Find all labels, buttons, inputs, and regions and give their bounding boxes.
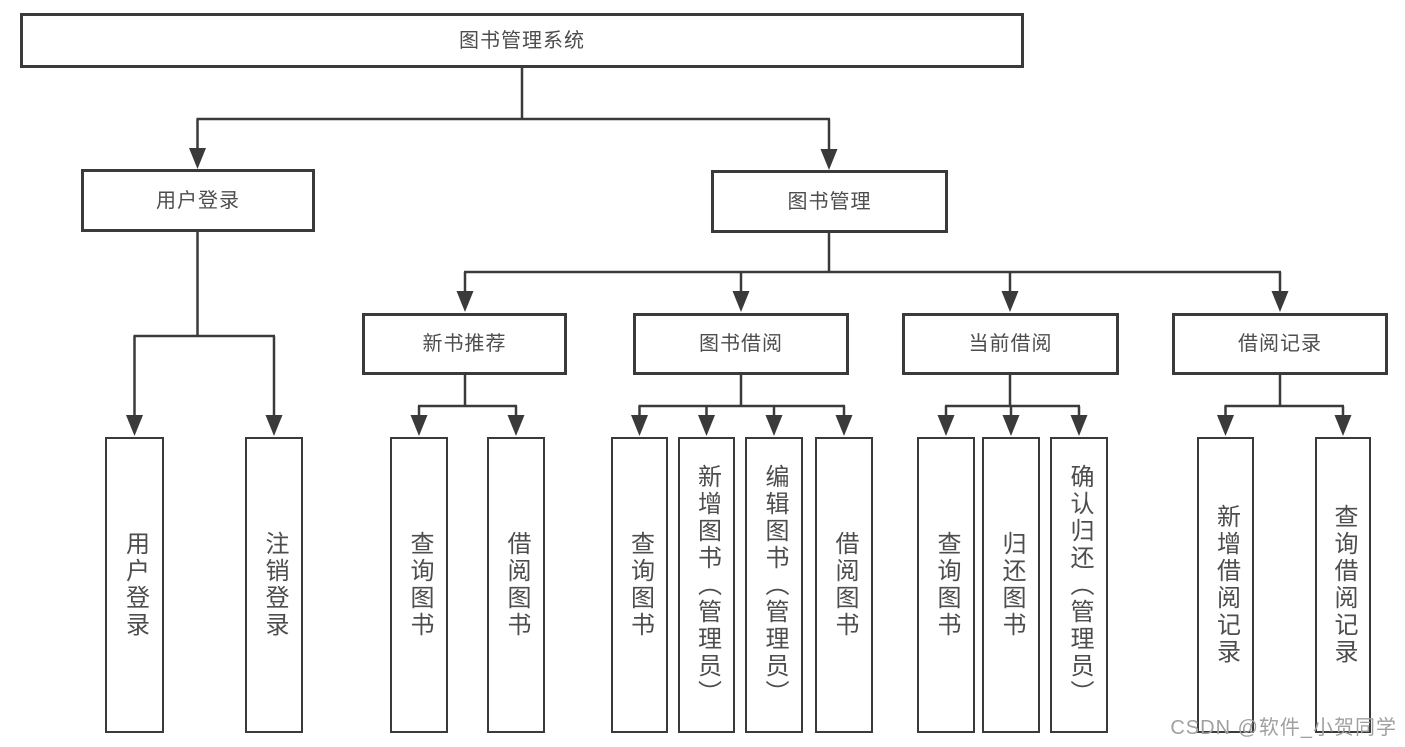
leaf-user-login: 用户登录 bbox=[105, 437, 164, 733]
leaf-borrow-books-borrowing: 借阅图书 bbox=[815, 437, 873, 733]
leaf-label: 归还图书 bbox=[998, 531, 1025, 639]
leaf-query-books-current: 查询图书 bbox=[917, 437, 975, 733]
arrowhead-icon bbox=[507, 415, 525, 436]
arrowhead-icon bbox=[937, 415, 955, 436]
connector-book-management-to-level3 bbox=[463, 233, 1282, 292]
node-book-borrowing: 图书借阅 bbox=[633, 313, 849, 375]
arrowhead-icon bbox=[1070, 415, 1088, 436]
node-current-borrowing: 当前借阅 bbox=[902, 313, 1119, 375]
arrowhead-icon bbox=[820, 149, 838, 170]
leaf-borrow-books-recommend: 借阅图书 bbox=[487, 437, 545, 733]
leaf-label: 查询图书 bbox=[933, 531, 960, 639]
leaf-return-book: 归还图书 bbox=[982, 437, 1040, 733]
arrowhead-icon bbox=[126, 415, 143, 436]
connector-borrowing-records-to-children bbox=[1224, 375, 1345, 416]
leaf-label: 新增借阅记录 bbox=[1212, 504, 1240, 666]
leaf-query-books-recommend: 查询图书 bbox=[390, 437, 448, 733]
node-user-login: 用户登录 bbox=[81, 169, 315, 232]
arrowhead-icon bbox=[631, 415, 648, 436]
node-new-book-recommendation: 新书推荐 bbox=[362, 313, 567, 375]
leaf-label: 编辑图书（管理员） bbox=[761, 463, 788, 707]
leaf-label: 用户登录 bbox=[121, 531, 149, 639]
arrowhead-icon bbox=[410, 415, 428, 436]
node-book-management: 图书管理 bbox=[711, 170, 948, 233]
leaf-label: 注销登录 bbox=[261, 531, 288, 639]
leaf-label: 借阅图书 bbox=[831, 531, 858, 639]
leaf-logout: 注销登录 bbox=[245, 437, 303, 733]
connector-user-login-to-children bbox=[133, 232, 276, 416]
leaf-label: 查询图书 bbox=[626, 531, 654, 639]
node-label: 图书管理系统 bbox=[459, 29, 585, 52]
csdn-watermark: CSDN @软件_小贺同学 bbox=[1170, 717, 1397, 739]
connector-book-borrowing-to-children bbox=[638, 375, 846, 416]
arrowhead-icon bbox=[189, 148, 206, 169]
connector-new-book-recommendation-to-children bbox=[417, 375, 518, 416]
leaf-label: 借阅图书 bbox=[503, 531, 530, 639]
node-label: 用户登录 bbox=[156, 189, 240, 212]
leaf-confirm-return-admin: 确认归还（管理员） bbox=[1050, 437, 1108, 733]
node-label: 图书管理 bbox=[787, 190, 872, 213]
arrowhead-icon bbox=[732, 291, 750, 312]
arrowhead-icon bbox=[1334, 415, 1352, 436]
arrowhead-icon bbox=[765, 415, 783, 436]
arrowhead-icon bbox=[265, 415, 283, 436]
arrowhead-icon bbox=[456, 291, 474, 312]
leaf-add-borrow-record: 新增借阅记录 bbox=[1197, 437, 1254, 733]
leaf-query-borrow-record: 查询借阅记录 bbox=[1315, 437, 1371, 733]
arrowhead-icon bbox=[698, 415, 715, 436]
node-label: 新书推荐 bbox=[422, 333, 507, 355]
leaf-edit-book-admin: 编辑图书（管理员） bbox=[745, 437, 803, 733]
arrowhead-icon bbox=[1217, 415, 1234, 436]
node-label: 借阅记录 bbox=[1238, 333, 1322, 355]
node-label: 当前借阅 bbox=[968, 333, 1053, 355]
leaf-label: 查询图书 bbox=[406, 531, 433, 639]
leaf-label: 新增图书（管理员） bbox=[693, 463, 721, 707]
node-label: 图书借阅 bbox=[699, 333, 783, 355]
node-root-library-management-system: 图书管理系统 bbox=[20, 13, 1024, 68]
leaf-label: 查询借阅记录 bbox=[1330, 504, 1357, 666]
leaf-add-book-admin: 新增图书（管理员） bbox=[678, 437, 735, 733]
arrowhead-icon bbox=[1271, 291, 1289, 312]
arrowhead-icon bbox=[835, 415, 853, 436]
connector-current-borrowing-to-children bbox=[944, 375, 1081, 416]
connector-root-to-level2 bbox=[196, 68, 831, 150]
leaf-query-books-borrowing: 查询图书 bbox=[611, 437, 668, 733]
node-borrowing-records: 借阅记录 bbox=[1172, 313, 1388, 375]
arrowhead-icon bbox=[1001, 291, 1019, 312]
arrowhead-icon bbox=[1002, 415, 1020, 436]
leaf-label: 确认归还（管理员） bbox=[1066, 463, 1093, 707]
